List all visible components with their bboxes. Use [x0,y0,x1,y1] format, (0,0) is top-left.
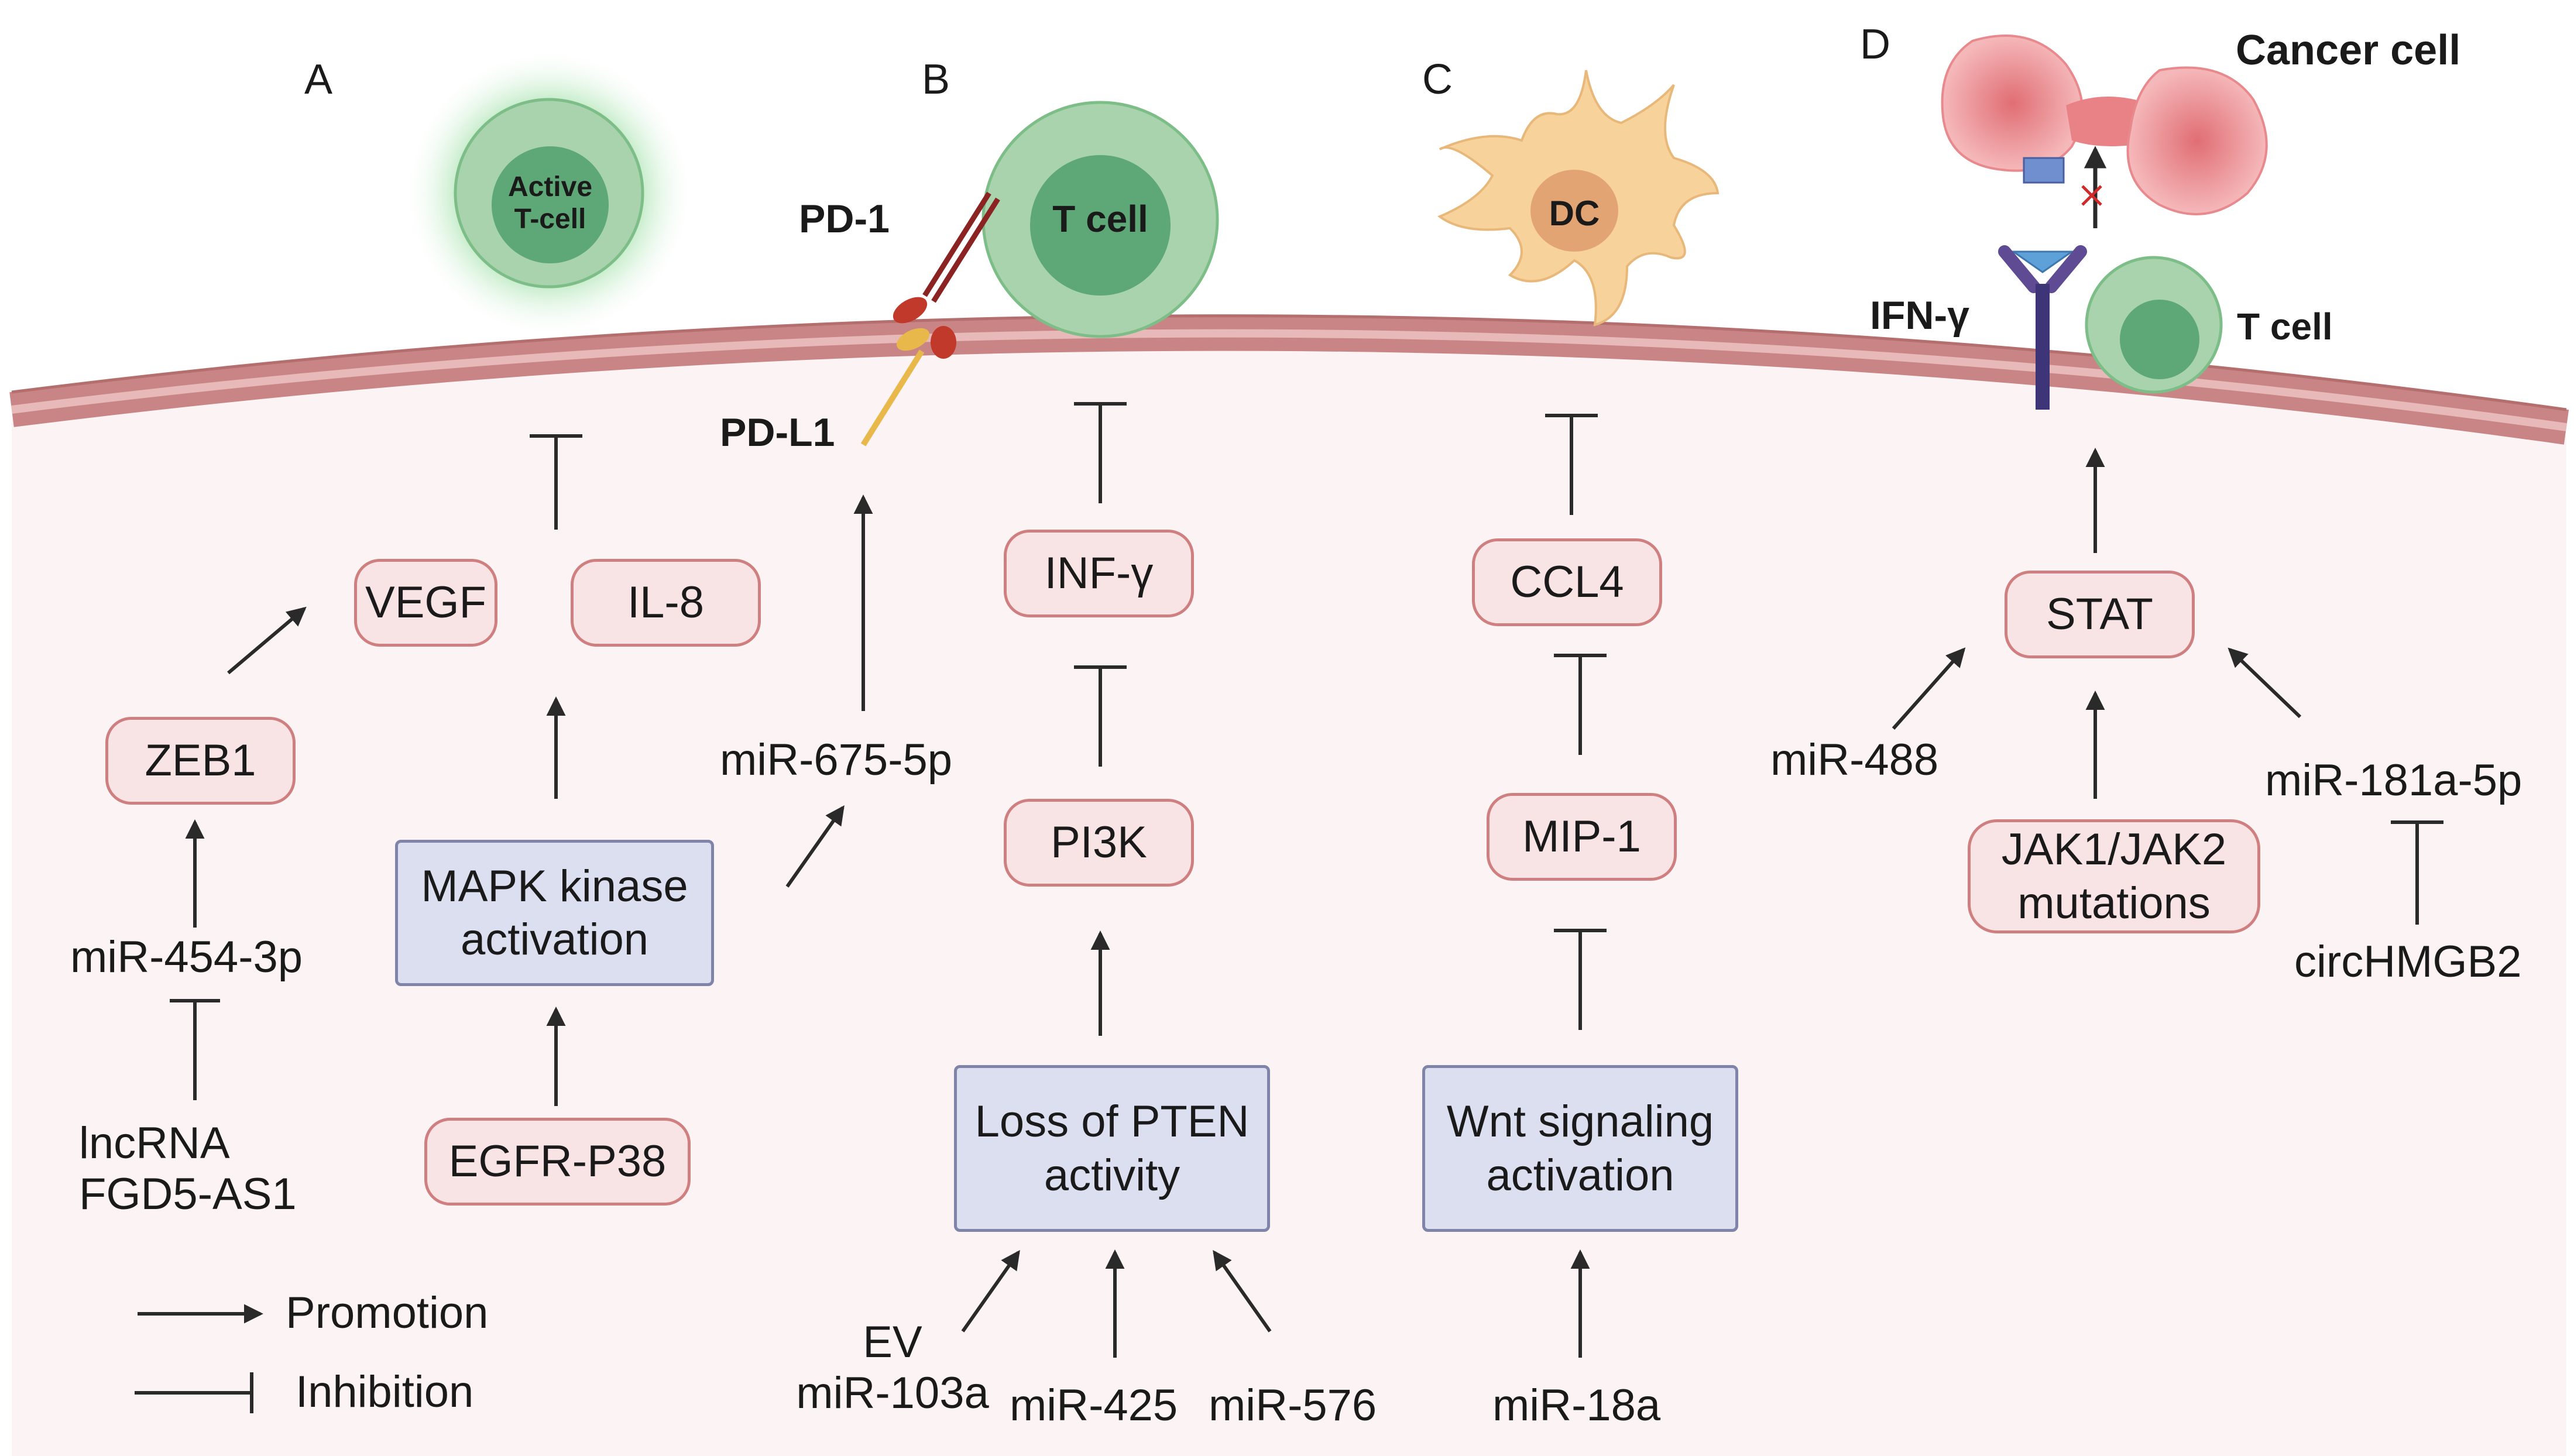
il8-box: IL-8 [571,559,761,647]
cancer-cell-label: Cancer cell [2236,27,2461,74]
lncrna-label-line1: lncRNA [79,1118,230,1168]
arrow-mir576-to-pten [1213,1249,1272,1333]
panel-letter-d: D [1860,21,1890,68]
pdl1-ligand [860,328,930,447]
zeb1-box: ZEB1 [105,717,296,805]
ev-mir103a-label-line1: EV [863,1317,922,1367]
active-tcell-label: Active T-cell [506,171,594,235]
mir675-label: miR-675-5p [720,735,953,785]
ev-mir103a-label: EV miR-103a [784,1317,1001,1419]
mir181a-label: miR-181a-5p [2265,756,2522,805]
lncrna-label-line2: FGD5-AS1 [79,1169,297,1220]
legend-promotion-label: Promotion [286,1288,489,1338]
stat-box: STAT [2005,571,2195,658]
mir488-label: miR-488 [1770,735,1939,785]
ifng-label: IFN-γ [1870,293,1969,338]
jak-box-line2: mutations [2017,878,2211,928]
cancer-cell-graphic [1941,35,2268,215]
circhmgb2-label: circHMGB2 [2294,937,2522,987]
ifng-receptor [1998,245,2087,410]
mir18a-label: miR-18a [1492,1381,1661,1430]
arrow-mapk-to-mir675 [785,805,845,888]
egfr-box: EGFR-P38 [424,1118,691,1206]
pd1-label: PD-1 [799,197,890,241]
panel-letter-a: A [304,56,333,103]
ev-mir103a-label-line2: miR-103a [796,1368,989,1419]
tcell-d-label: T cell [2237,305,2333,348]
active-tcell-label-line1: Active [507,171,593,202]
arrow-zeb1-to-vegf [227,606,307,675]
mapk-box-line2: activation [460,915,649,964]
active-tcell-nucleus [492,146,609,263]
wnt-box-line1: Wnt signaling [1446,1097,1714,1147]
pten-box-line2: activity [1044,1150,1180,1200]
mir425-label: miR-425 [1010,1381,1178,1430]
mhc-square [2023,157,2065,184]
ifng-bound-ligand [2010,250,2075,273]
panel-letter-c: C [1422,56,1453,103]
pdl1-label: PD-L1 [720,410,835,455]
block-cross [2081,185,2102,206]
jak-box-line1: JAK1/JAK2 [2001,825,2227,875]
tcell-b-nucleus [1030,155,1171,296]
lncrna-label: lncRNA FGD5-AS1 [79,1118,297,1220]
pten-box-line1: Loss of PTEN [974,1097,1250,1147]
mir454-label: miR-454-3p [70,932,303,982]
jak-box: JAK1/JAK2 mutations [1968,819,2260,933]
tcell-b-label: T cell [1052,198,1148,240]
tcell-d-nucleus [2120,300,2199,379]
pi3k-box: PI3K [1004,799,1194,887]
wnt-box: Wnt signaling activation [1422,1065,1738,1232]
pten-box: Loss of PTEN activity [954,1065,1270,1232]
vegf-box: VEGF [354,559,497,647]
dc-label: DC [1549,194,1600,233]
infg-box: INF-γ [1004,530,1194,617]
mir576-label: miR-576 [1209,1381,1377,1430]
mapk-box: MAPK kinase activation [395,840,714,986]
wnt-box-line2: activation [1486,1150,1674,1200]
active-tcell-label-line2: T-cell [514,204,586,235]
arrow-mir488-to-stat [1892,647,1966,730]
arrow-mir181a-to-stat [2228,647,2302,719]
mapk-box-line1: MAPK kinase [421,861,688,911]
legend-inhibition-label: Inhibition [296,1367,474,1417]
panel-letter-b: B [922,56,950,103]
dc-nucleus [1530,170,1618,252]
pd1-receptor [893,191,1000,359]
ccl4-box: CCL4 [1472,538,1662,626]
mip1-box: MIP-1 [1487,793,1677,881]
arrow-mir103a-to-pten [961,1249,1020,1333]
